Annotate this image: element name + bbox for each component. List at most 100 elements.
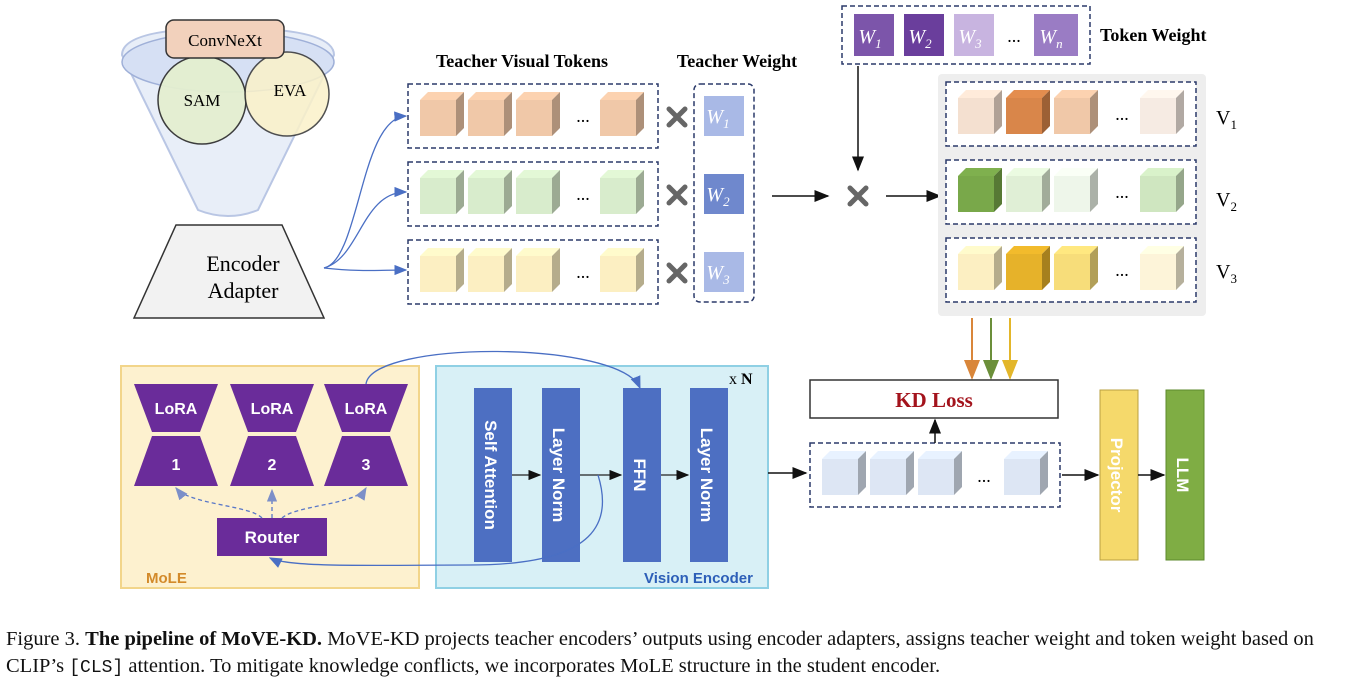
teacher-token-cube-1-1 <box>420 92 464 136</box>
value-token-cube-2-2 <box>1006 168 1050 212</box>
svg-text:V1: V1 <box>1216 107 1237 132</box>
value-label-2-sub: 2 <box>1230 199 1237 214</box>
value-token-cube-3-2 <box>1006 246 1050 290</box>
teacher-token-rows: ... ... ... <box>407 83 659 305</box>
teacher-row-2 <box>407 161 659 227</box>
vision-encoder-block: Vision Encoder x N Self Attention Layer … <box>435 365 769 589</box>
svg-text:W2: W2 <box>706 184 730 209</box>
svg-text:W1: W1 <box>706 106 729 131</box>
projector-block <box>1099 389 1139 561</box>
multiply-icon-center <box>847 185 869 207</box>
teacher-token-cube-1-2 <box>468 92 512 136</box>
teacher-weight-3-sub: 3 <box>722 272 730 287</box>
token-weight-2-base: W <box>908 26 927 48</box>
student-token-row: ... <box>809 442 1061 508</box>
teacher-token-cube-2-3 <box>516 170 560 214</box>
token-weight-3-sub: 3 <box>974 36 982 51</box>
student-token-cube-1 <box>822 451 866 495</box>
llm-label: LLM <box>1173 458 1192 493</box>
lora-to-ffn-arrow <box>365 350 641 390</box>
teacher-weight-header: Teacher Weight <box>677 51 797 71</box>
token-weight-n-base: W <box>1039 26 1058 48</box>
svg-text:W3: W3 <box>958 26 982 51</box>
lora-label-1: LoRA <box>155 401 198 418</box>
adapter-label-2: Adapter <box>208 278 280 303</box>
teacher-weight-3 <box>704 252 744 292</box>
token-weight-2-sub: 2 <box>925 36 932 51</box>
svg-text:V3: V3 <box>1216 261 1237 286</box>
value-ellipsis-2: ... <box>1115 182 1129 202</box>
teacher-token-cube-1-4 <box>600 92 644 136</box>
token-weight-3-base: W <box>958 26 977 48</box>
weighted-values-panel: ... ... ... <box>938 74 1206 316</box>
teacher-weight-3-base: W <box>706 262 725 284</box>
ellipsis-1: ... <box>576 106 590 126</box>
student-token-cube-2 <box>870 451 914 495</box>
ffn-label: FFN <box>630 458 649 491</box>
teacher-token-cube-2-2 <box>468 170 512 214</box>
teacher-weight-column: W1 W2 W3 <box>693 83 755 303</box>
projector-label: Projector <box>1107 438 1126 513</box>
multiply-icon-1 <box>666 106 688 128</box>
value-token-cube-3-3 <box>1054 246 1098 290</box>
value-token-cube-2-1 <box>958 168 1002 212</box>
teacher-token-cube-3-3 <box>516 248 560 292</box>
student-token-cube-3 <box>918 451 962 495</box>
layer-norm-2-label: Layer Norm <box>697 428 716 522</box>
lora-expert-2: LoRA 2 <box>230 384 314 486</box>
multiply-icon-2 <box>666 184 688 206</box>
vision-encoder-title: Vision Encoder <box>644 570 753 587</box>
pipeline-diagram: ConvNeXt SAM EVA Encoder Adapter Teacher… <box>120 5 1237 589</box>
multiply-icon-3 <box>666 262 688 284</box>
teacher-encoders: ConvNeXt SAM EVA <box>120 19 336 217</box>
caption-text-1: MoVE-KD projects teacher encoders’ outpu… <box>6 628 1314 677</box>
lora-label-2: LoRA <box>251 401 294 418</box>
teacher-weight-1-base: W <box>706 106 725 128</box>
layer-norm-1 <box>542 388 580 562</box>
self-attention-label: Self Attention <box>481 420 500 530</box>
value-token-cube-3-1 <box>958 246 1002 290</box>
svg-text:W2: W2 <box>908 26 932 51</box>
svg-text:W1: W1 <box>858 26 881 51</box>
teacher-visual-tokens-header: Teacher Visual Tokens <box>436 51 608 71</box>
mole-block: MoLE LoRA 1 LoRA 2 LoRA 3 Router <box>120 365 420 589</box>
teacher-weight-1 <box>704 96 744 136</box>
value-token-cube-1-3 <box>1054 90 1098 134</box>
teacher-weight-2-sub: 2 <box>723 194 730 209</box>
ffn-layer <box>623 388 661 562</box>
teacher-weight-2-base: W <box>706 184 725 206</box>
svg-text:W3: W3 <box>706 262 730 287</box>
ellipsis-2: ... <box>576 184 590 204</box>
lora-index-1: 1 <box>172 457 181 474</box>
value-label-2-base: V <box>1216 189 1231 211</box>
token-weight-1 <box>854 14 894 56</box>
repeat-prefix: x <box>729 371 737 388</box>
teacher-row-3 <box>407 239 659 305</box>
mole-title: MoLE <box>146 570 187 587</box>
lora-index-2: 2 <box>268 457 277 474</box>
teacher-token-cube-2-4 <box>600 170 644 214</box>
value-token-cube-2-4 <box>1140 168 1184 212</box>
sam-label: SAM <box>184 91 221 110</box>
adapter-label-1: Encoder <box>206 251 280 276</box>
lora-index-3: 3 <box>362 457 371 474</box>
svg-text:V2: V2 <box>1216 189 1237 214</box>
token-weight-1-sub: 1 <box>875 36 882 51</box>
router-label: Router <box>245 528 300 547</box>
convnext-label: ConvNeXt <box>188 31 262 50</box>
kd-loss-label: KD Loss <box>895 388 973 412</box>
value-token-cube-1-2 <box>1006 90 1050 134</box>
caption-cls-token: [CLS] <box>69 658 124 678</box>
repeat-label: x N <box>729 371 753 388</box>
router-box <box>217 518 327 556</box>
caption-figure-number: Figure 3. <box>6 628 81 650</box>
ln-to-router-arrow <box>268 474 604 568</box>
convnext-box <box>165 19 285 59</box>
value-label-1-sub: 1 <box>1230 117 1237 132</box>
value-token-cube-1-1 <box>958 90 1002 134</box>
token-weight-ellipsis: ... <box>1007 26 1021 46</box>
adapter-arrows <box>323 111 408 276</box>
lora-label-3: LoRA <box>345 401 388 418</box>
kd-loss-box <box>809 379 1059 419</box>
encoder-adapter: Encoder Adapter <box>132 224 326 319</box>
